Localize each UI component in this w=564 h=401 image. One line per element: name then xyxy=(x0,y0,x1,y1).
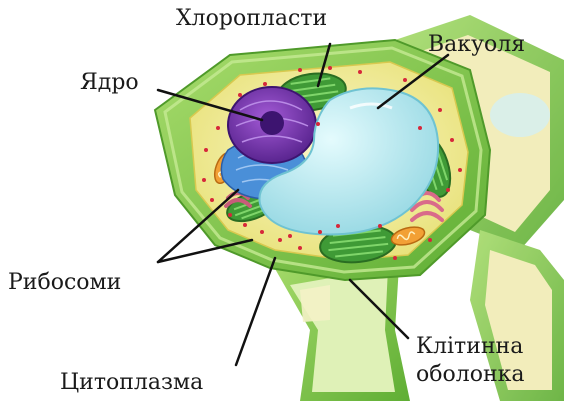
label-cell-wall-line1: Клітинна xyxy=(416,334,523,360)
label-nucleus: Ядро xyxy=(80,70,139,96)
nucleus xyxy=(228,87,316,163)
label-cell-wall-line2: оболонка xyxy=(416,362,525,388)
label-vacuole: Вакуоля xyxy=(428,32,525,58)
label-chloroplasts: Хлоропласти xyxy=(176,6,327,32)
nucleolus xyxy=(260,111,284,135)
label-cytoplasm: Цитоплазма xyxy=(60,370,203,396)
label-ribosomes: Рибосоми xyxy=(8,270,121,296)
leader-cytoplasm xyxy=(236,258,275,365)
